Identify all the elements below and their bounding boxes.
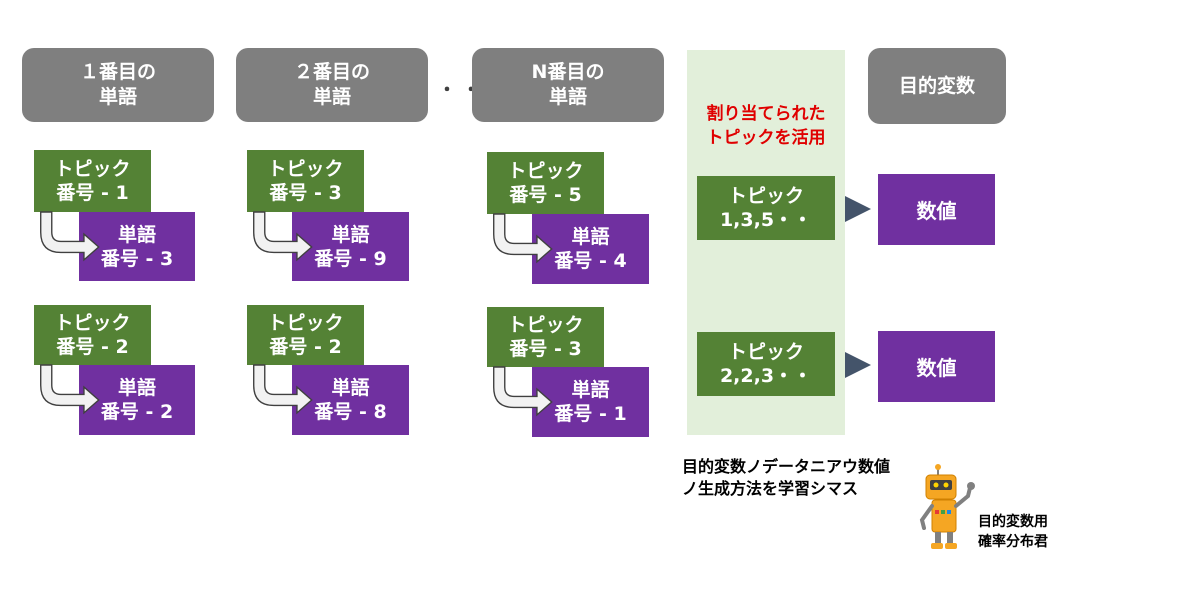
robot-label: 目的変数用 確率分布君: [978, 512, 1048, 552]
topic-number: 番号 - 3: [509, 338, 582, 360]
word-number: 番号 - 1: [554, 403, 627, 425]
topic-label: トピック: [507, 160, 584, 182]
topic-box: トピック 番号 - 2: [247, 305, 364, 365]
value-box: 数値: [878, 331, 995, 402]
note-text: 目的変数ノデータニアウ数値 ノ生成方法を学習シマス: [682, 456, 942, 500]
topic-number: 番号 - 5: [509, 184, 582, 206]
bent-arrow-icon: [493, 366, 553, 417]
triangle-arrow-icon: [845, 196, 871, 222]
word-label: 単語: [331, 223, 370, 246]
bent-arrow-icon: [493, 213, 553, 264]
aggregate-topic-box: トピック 1,3,5・・: [697, 176, 835, 240]
header-word-1-line1: １番目の: [79, 61, 156, 83]
aggregate-topic-list: 1,3,5・・: [719, 209, 813, 231]
word-number: 番号 - 4: [554, 250, 627, 272]
topic-label: トピック: [54, 158, 131, 180]
value-label: 数値: [916, 199, 957, 223]
word-number: 番号 - 3: [100, 247, 174, 270]
aggregate-topic-label: トピック: [727, 341, 804, 363]
triangle-arrow-icon: [845, 352, 871, 378]
robot-icon: [919, 464, 975, 549]
note-line2: ノ生成方法を学習シマス: [682, 479, 859, 498]
note-line1: 目的変数ノデータニアウ数値: [682, 457, 891, 476]
topic-box: トピック 番号 - 1: [34, 150, 151, 212]
header-word-2-line2: 単語: [312, 86, 351, 108]
topic-label: トピック: [507, 314, 584, 336]
robot-label-line2: 確率分布君: [978, 534, 1048, 550]
word-number: 番号 - 2: [100, 401, 174, 423]
bent-arrow-icon: [253, 364, 313, 415]
assigned-topics-label: 割り当てられた トピックを活用: [687, 102, 845, 150]
aggregate-topic-label: トピック: [727, 185, 804, 207]
header-word-n-line1: N番目の: [531, 61, 605, 83]
ellipsis: ・・: [438, 80, 486, 101]
robot-label-line1: 目的変数用: [978, 514, 1048, 530]
header-word-1-line2: 単語: [98, 86, 137, 108]
header-target-label: 目的変数: [898, 74, 975, 97]
header-word-1: １番目の 単語: [22, 48, 214, 122]
topic-box: トピック 番号 - 3: [247, 150, 364, 212]
aggregate-topic-box: トピック 2,2,3・・: [697, 332, 835, 396]
topic-label: トピック: [267, 158, 344, 180]
word-label: 単語: [571, 226, 610, 248]
header-target: 目的変数: [868, 48, 1006, 124]
assigned-label-line2: トピックを活用: [706, 128, 826, 148]
word-number: 番号 - 9: [314, 247, 387, 270]
value-box: 数値: [878, 174, 995, 245]
topic-label: トピック: [54, 312, 131, 334]
topic-box: トピック 番号 - 2: [34, 305, 151, 365]
word-label: 単語: [117, 377, 156, 399]
topic-label: トピック: [267, 312, 344, 334]
header-word-n: N番目の 単語: [472, 48, 664, 122]
topic-number: 番号 - 2: [56, 336, 129, 358]
word-label: 単語: [331, 377, 370, 399]
topic-number: 番号 - 3: [269, 182, 342, 204]
word-label: 単語: [571, 379, 610, 401]
aggregate-topic-list: 2,2,3・・: [719, 365, 813, 387]
word-label: 単語: [117, 223, 156, 246]
header-word-2: ２番目の 単語: [236, 48, 428, 122]
header-word-n-line2: 単語: [548, 86, 587, 108]
bent-arrow-icon: [253, 211, 313, 262]
topic-number: 番号 - 1: [56, 182, 129, 204]
word-number: 番号 - 8: [314, 401, 387, 423]
topic-number: 番号 - 2: [269, 336, 342, 358]
bent-arrow-icon: [40, 211, 100, 262]
topic-box: トピック 番号 - 5: [487, 152, 604, 214]
value-label: 数値: [916, 356, 957, 380]
topic-box: トピック 番号 - 3: [487, 307, 604, 367]
bent-arrow-icon: [40, 364, 100, 415]
assigned-label-line1: 割り当てられた: [706, 104, 826, 124]
header-word-2-line1: ２番目の: [293, 61, 370, 83]
